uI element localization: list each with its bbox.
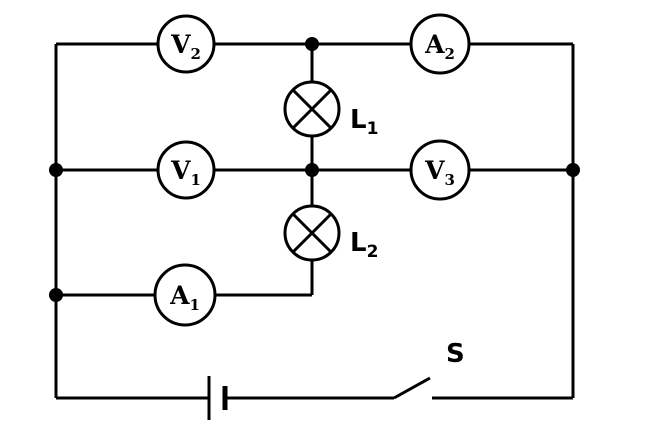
voltmeter-v2: V2 <box>156 14 216 74</box>
voltmeter-v1: V1 <box>156 140 216 200</box>
ammeter-a2-circle <box>409 13 471 75</box>
wires <box>54 42 575 400</box>
ammeter-a1-circle <box>153 263 217 327</box>
junction-mid-center <box>305 163 319 177</box>
lamp-l1: L1 <box>283 80 378 139</box>
junctions <box>49 37 580 302</box>
ammeter-a2-label: A2 <box>424 30 455 63</box>
voltmeter-v3-circle <box>409 139 471 201</box>
voltmeter-v3-label: V3 <box>424 156 455 189</box>
switch-label: S <box>446 339 465 369</box>
voltmeter-v2-label: V2 <box>170 30 201 63</box>
lamp-l1-cross-b <box>291 88 333 130</box>
switch-blade <box>393 376 431 400</box>
lamp-l2: L2 <box>283 204 378 262</box>
voltmeter-v2-circle <box>156 14 216 74</box>
voltmeter-v1-circle <box>156 140 216 200</box>
lamp-l2-label: L2 <box>350 228 378 262</box>
ammeter-a1-label: A1 <box>169 281 200 314</box>
voltmeter-v3: V3 <box>409 139 471 201</box>
ammeter-a1: A1 <box>153 263 217 327</box>
switch: S <box>393 339 465 400</box>
lamp-l1-label: L1 <box>350 105 378 139</box>
ammeter-a2: A2 <box>409 13 471 75</box>
battery <box>207 376 228 420</box>
junction-mid-left <box>49 163 63 177</box>
voltmeter-v1-label: V1 <box>170 156 201 189</box>
junction-mid-right <box>566 163 580 177</box>
junction-top-center <box>305 37 319 51</box>
lamp-l2-cross-b <box>291 212 333 254</box>
junction-lower-left <box>49 288 63 302</box>
